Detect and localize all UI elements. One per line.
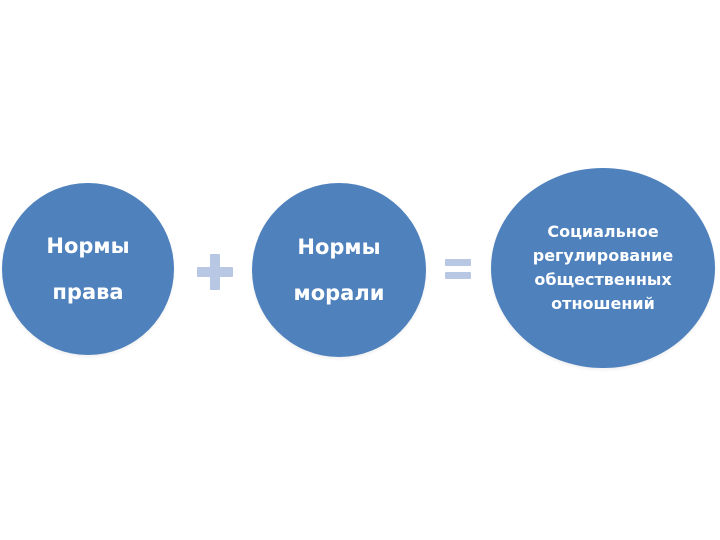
social-regulation-line-2: регулирование [532, 246, 674, 265]
moral-norms-line-2: морали [293, 281, 385, 305]
moral-norms-circle: Нормы морали [252, 183, 426, 357]
social-regulation-circle: Социальное регулирование общественных от… [491, 168, 715, 368]
plus-icon [197, 254, 233, 290]
social-regulation-line-3: общественных [534, 270, 672, 289]
law-norms-circle: Нормы права [2, 183, 174, 355]
social-regulation-line-4: отношений [551, 294, 655, 313]
moral-norms-line-1: Нормы [297, 235, 381, 259]
law-norms-line-2: права [52, 280, 124, 304]
law-norms-line-1: Нормы [46, 234, 130, 258]
equals-icon [445, 258, 471, 280]
social-regulation-line-1: Социальное [547, 222, 659, 241]
